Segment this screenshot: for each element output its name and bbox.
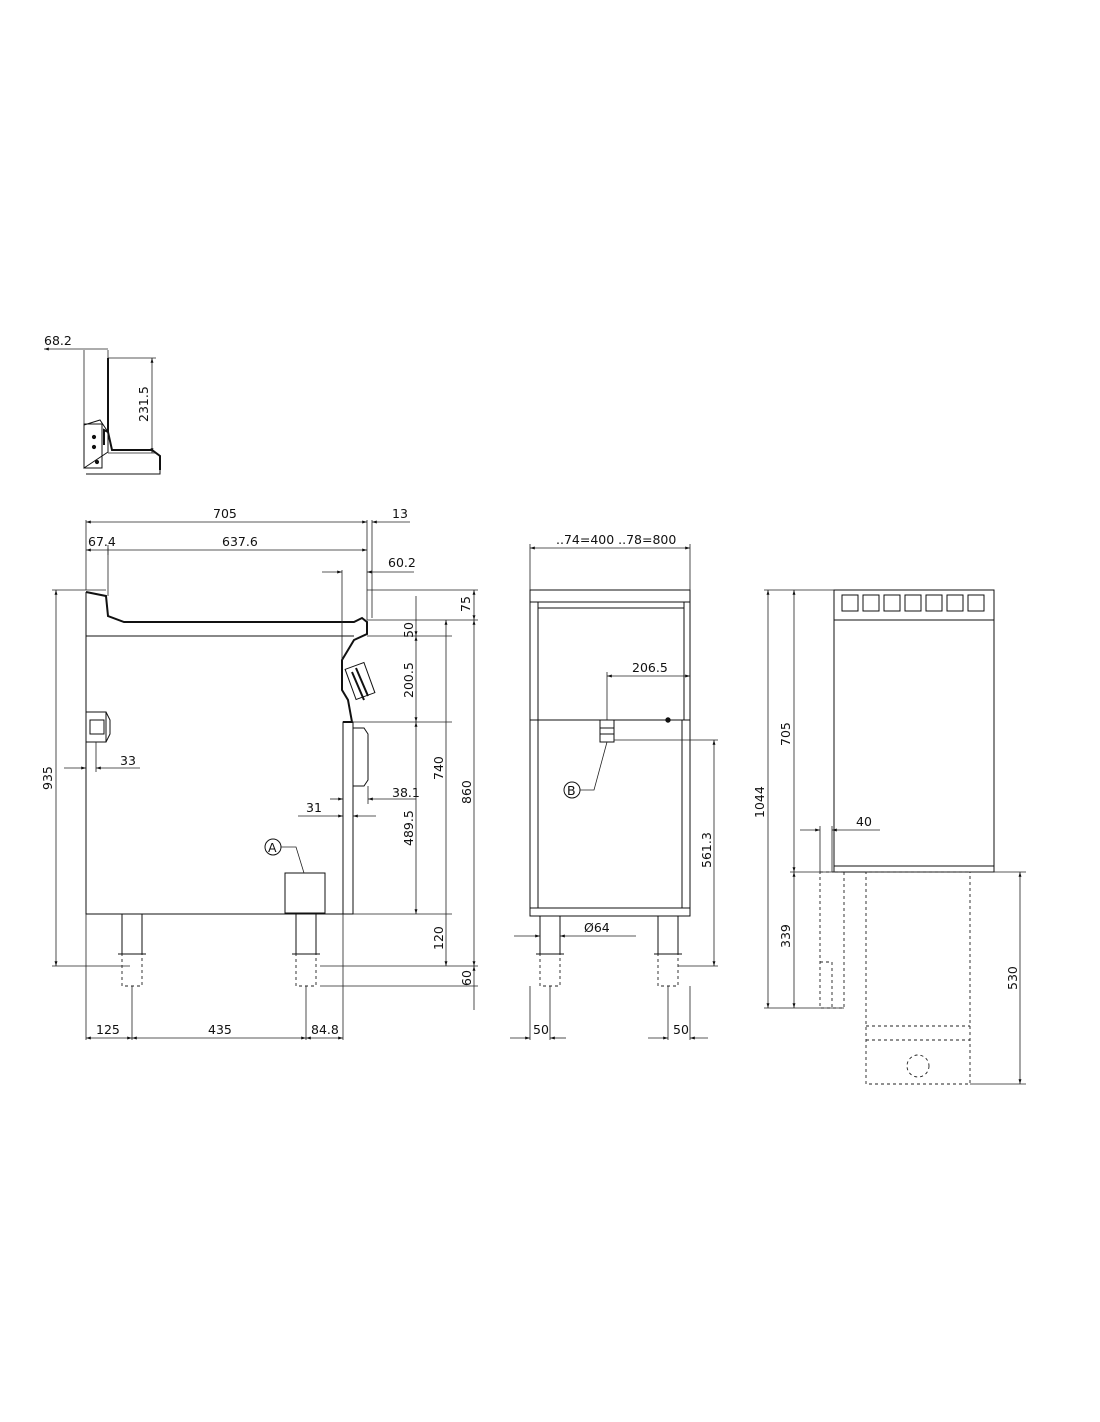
- overhang-label: 13: [392, 506, 408, 521]
- marker-b-label: B: [567, 783, 576, 798]
- upper-height-label: 705: [778, 722, 793, 746]
- detail-width-label: 68.2: [44, 333, 72, 348]
- plinth-label: 120: [431, 926, 446, 950]
- vent-slots-icon: [841, 594, 985, 612]
- lower-height-label: 339: [778, 924, 793, 948]
- total-height-label: 1044: [752, 786, 767, 818]
- screw-icon: [91, 434, 97, 440]
- offset-label: 40: [856, 814, 872, 829]
- inlet-offset-label: 33: [120, 753, 136, 768]
- foot-label: 60: [459, 970, 474, 986]
- handle-depth-label: 38.1: [392, 785, 420, 800]
- rear-offset-label: 67.4: [88, 534, 116, 549]
- leg-front-label: 84.8: [311, 1022, 339, 1037]
- marker-a-label: A: [268, 840, 277, 855]
- front-widths-label: ..74=400 ..78=800: [556, 532, 676, 547]
- overall-height-label: 935: [40, 766, 55, 790]
- connection-b-icon: [599, 719, 615, 743]
- leg-right-label: 50: [673, 1022, 689, 1037]
- foot-diameter-label: Ø64: [584, 920, 610, 935]
- side-view: A 705 13 67.4 637.6 60.2 935 3: [40, 506, 478, 1040]
- connection-height-label: 561.3: [699, 832, 714, 868]
- top-depth-label: 637.6: [222, 534, 258, 549]
- top-thickness-label: 75: [458, 596, 473, 612]
- gas-inlet-icon: [85, 711, 111, 743]
- height-740-label: 740: [431, 756, 446, 780]
- detail-view: 68.2 231.5: [44, 333, 161, 475]
- screw-icon: [94, 459, 100, 465]
- door-height-label: 489.5: [401, 810, 416, 846]
- component-a: [284, 872, 326, 914]
- detail-height-label: 231.5: [136, 386, 151, 422]
- connection-offset-label: 206.5: [632, 660, 668, 675]
- depth-below-label: 530: [1005, 966, 1020, 990]
- control-panel-label: 200.5: [401, 662, 416, 698]
- height-860-label: 860: [459, 780, 474, 804]
- flue-view: 705 1044 339 40 530: [752, 589, 1026, 1085]
- control-knob-icon: [344, 661, 376, 701]
- overall-depth-label: 705: [213, 506, 237, 521]
- leg-rear-label: 125: [96, 1022, 120, 1037]
- door-gap-label: 31: [306, 800, 322, 815]
- front-view: B ..74=400 ..78=800 206.5 561.3 Ø64: [510, 532, 718, 1040]
- leg-left-label: 50: [533, 1022, 549, 1037]
- screw-icon: [91, 444, 97, 450]
- control-top-label: 50: [401, 622, 416, 638]
- leg-spacing-label: 435: [208, 1022, 232, 1037]
- panel-offset-label: 60.2: [388, 555, 416, 570]
